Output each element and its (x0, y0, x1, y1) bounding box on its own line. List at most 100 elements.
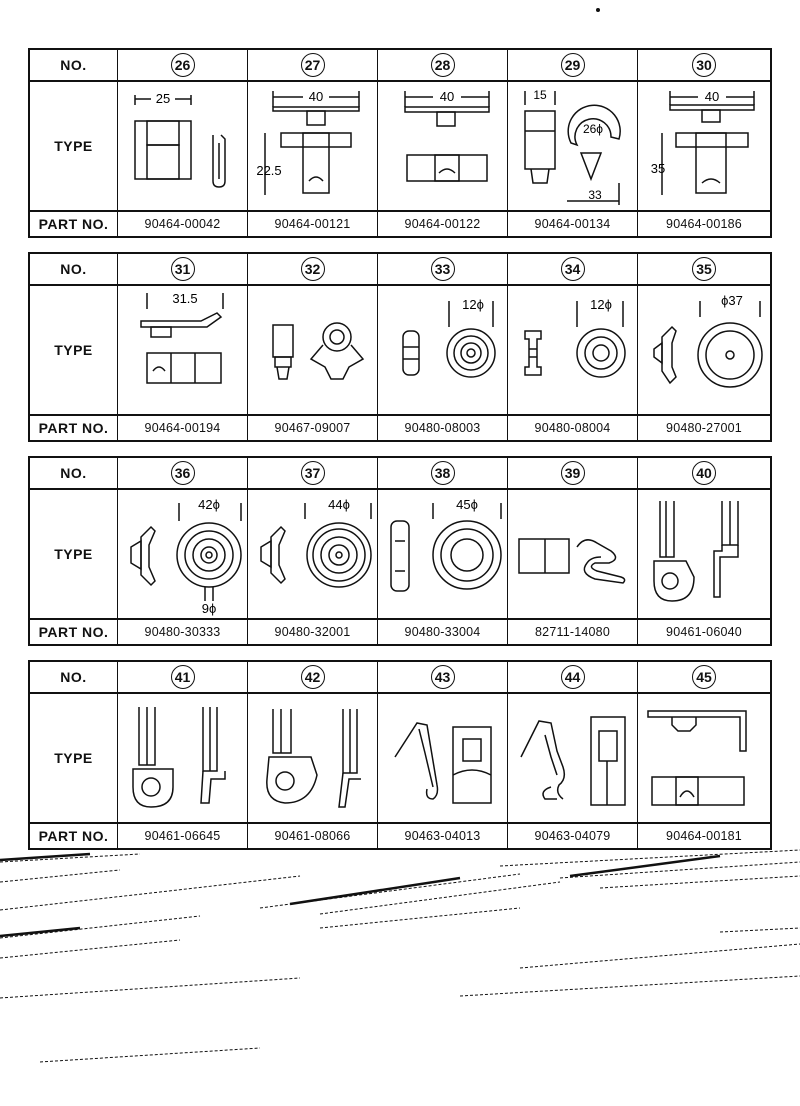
type-drawing-41 (118, 694, 248, 822)
svg-text:42ϕ: 42ϕ (198, 497, 220, 512)
part-number-row: PART NO. 90480-30333 90480-32001 90480-3… (30, 618, 770, 644)
part-number: 90464-00186 (666, 217, 742, 231)
item-number: 40 (692, 461, 716, 485)
type-row: TYPE (30, 692, 770, 822)
type-drawing-26: 25 (118, 82, 248, 210)
part-number-row: PART NO. 90464-00194 90467-09007 90480-0… (30, 414, 770, 440)
part-number: 90461-06645 (118, 824, 248, 848)
type-drawing-28: 40 (378, 82, 508, 210)
type-drawing-43 (378, 694, 508, 822)
item-number: 35 (692, 257, 716, 281)
type-drawing-45 (638, 694, 770, 822)
type-drawing-31: 31.5 (118, 286, 248, 414)
svg-text:40: 40 (439, 89, 453, 104)
item-number: 45 (692, 665, 716, 689)
part-number: 82711-14080 (508, 620, 638, 644)
part-number: 90480-30333 (118, 620, 248, 644)
type-header: TYPE (30, 82, 118, 210)
part-number: 90480-08004 (508, 416, 638, 440)
clip-drawing: 25 (133, 91, 226, 188)
svg-text:ϕ37: ϕ37 (721, 293, 743, 308)
item-number: 44 (560, 665, 585, 689)
svg-text:40: 40 (308, 89, 322, 104)
part-no-header: PART NO. (30, 824, 118, 848)
item-number: 31 (170, 257, 195, 281)
number-row: NO. 41 42 43 44 45 (30, 662, 770, 692)
type-drawing-34: 12ϕ (508, 286, 638, 414)
no-header: NO. (30, 458, 118, 488)
parts-table-1: NO. 26 27 28 29 30 TYPE 25 (28, 48, 772, 238)
svg-text:15: 15 (533, 88, 547, 102)
svg-text:22.5: 22.5 (256, 163, 281, 178)
item-number: 32 (300, 257, 325, 281)
svg-text:40: 40 (705, 89, 719, 104)
type-row: TYPE 25 (30, 80, 770, 210)
item-number: 36 (170, 461, 195, 485)
type-drawing-35: ϕ37 (638, 286, 770, 414)
svg-text:26ϕ: 26ϕ (582, 122, 602, 136)
no-header: NO. (30, 254, 118, 284)
item-number: 41 (170, 665, 195, 689)
item-number: 26 (170, 53, 195, 77)
part-number: 90464-00134 (508, 212, 638, 236)
svg-text:33: 33 (588, 188, 602, 202)
type-drawing-33: 12ϕ (378, 286, 508, 414)
item-number: 29 (560, 53, 585, 77)
type-row: TYPE 42ϕ 9ϕ (30, 488, 770, 618)
part-number: 90464-00194 (118, 416, 248, 440)
speck-mark (596, 8, 600, 12)
number-row: NO. 31 32 33 34 35 (30, 254, 770, 284)
part-number: 90480-33004 (378, 620, 508, 644)
part-number: 90464-00121 (248, 212, 378, 236)
type-drawing-37: 44ϕ (248, 490, 378, 618)
parts-table-3: NO. 36 37 38 39 40 TYPE 42ϕ (28, 456, 772, 646)
type-drawing-38: 45ϕ (378, 490, 508, 618)
type-drawing-27: 40 22.5 (248, 82, 378, 210)
item-number: 39 (560, 461, 585, 485)
type-drawing-44 (508, 694, 638, 822)
part-no-header: PART NO. (30, 620, 118, 644)
no-header: NO. (30, 662, 118, 692)
type-header: TYPE (30, 286, 118, 414)
item-number: 33 (430, 257, 455, 281)
type-drawing-40 (638, 490, 770, 618)
part-number: 90463-04013 (378, 824, 508, 848)
no-header: NO. (30, 50, 118, 80)
part-number: 90464-00122 (378, 212, 508, 236)
parts-table-4: NO. 41 42 43 44 45 TYPE (28, 660, 772, 850)
parts-table-2: NO. 31 32 33 34 35 TYPE 31.5 (28, 252, 772, 442)
type-drawing-30: 40 35 (638, 82, 770, 210)
part-number: 90461-06040 (666, 625, 742, 639)
part-number-row: PART NO. 90461-06645 90461-08066 90463-0… (30, 822, 770, 848)
item-number: 30 (692, 53, 716, 77)
type-row: TYPE 31.5 (30, 284, 770, 414)
svg-text:12ϕ: 12ϕ (590, 297, 612, 312)
type-drawing-36: 42ϕ 9ϕ (118, 490, 248, 618)
number-row: NO. 36 37 38 39 40 (30, 458, 770, 488)
svg-text:9ϕ: 9ϕ (201, 601, 216, 616)
part-number: 90463-04079 (508, 824, 638, 848)
item-number: 27 (300, 53, 325, 77)
type-drawing-39 (508, 490, 638, 618)
item-number: 34 (560, 257, 585, 281)
part-number-row: PART NO. 90464-00042 90464-00121 90464-0… (30, 210, 770, 236)
part-number: 90480-08003 (378, 416, 508, 440)
svg-text:12ϕ: 12ϕ (462, 297, 484, 312)
part-no-header: PART NO. (30, 212, 118, 236)
item-number: 38 (430, 461, 455, 485)
svg-text:31.5: 31.5 (172, 291, 197, 306)
scan-noise (0, 849, 800, 1063)
svg-text:35: 35 (651, 161, 665, 176)
part-no-header: PART NO. (30, 416, 118, 440)
part-number: 90467-09007 (248, 416, 378, 440)
type-header: TYPE (30, 490, 118, 618)
part-number: 90461-08066 (248, 824, 378, 848)
svg-text:45ϕ: 45ϕ (456, 497, 478, 512)
item-number: 43 (430, 665, 455, 689)
svg-text:44ϕ: 44ϕ (328, 497, 350, 512)
part-number: 90480-32001 (248, 620, 378, 644)
part-number: 90480-27001 (666, 421, 742, 435)
type-drawing-42 (248, 694, 378, 822)
type-drawing-29: 15 26ϕ 33 (508, 82, 638, 210)
number-row: NO. 26 27 28 29 30 (30, 50, 770, 80)
